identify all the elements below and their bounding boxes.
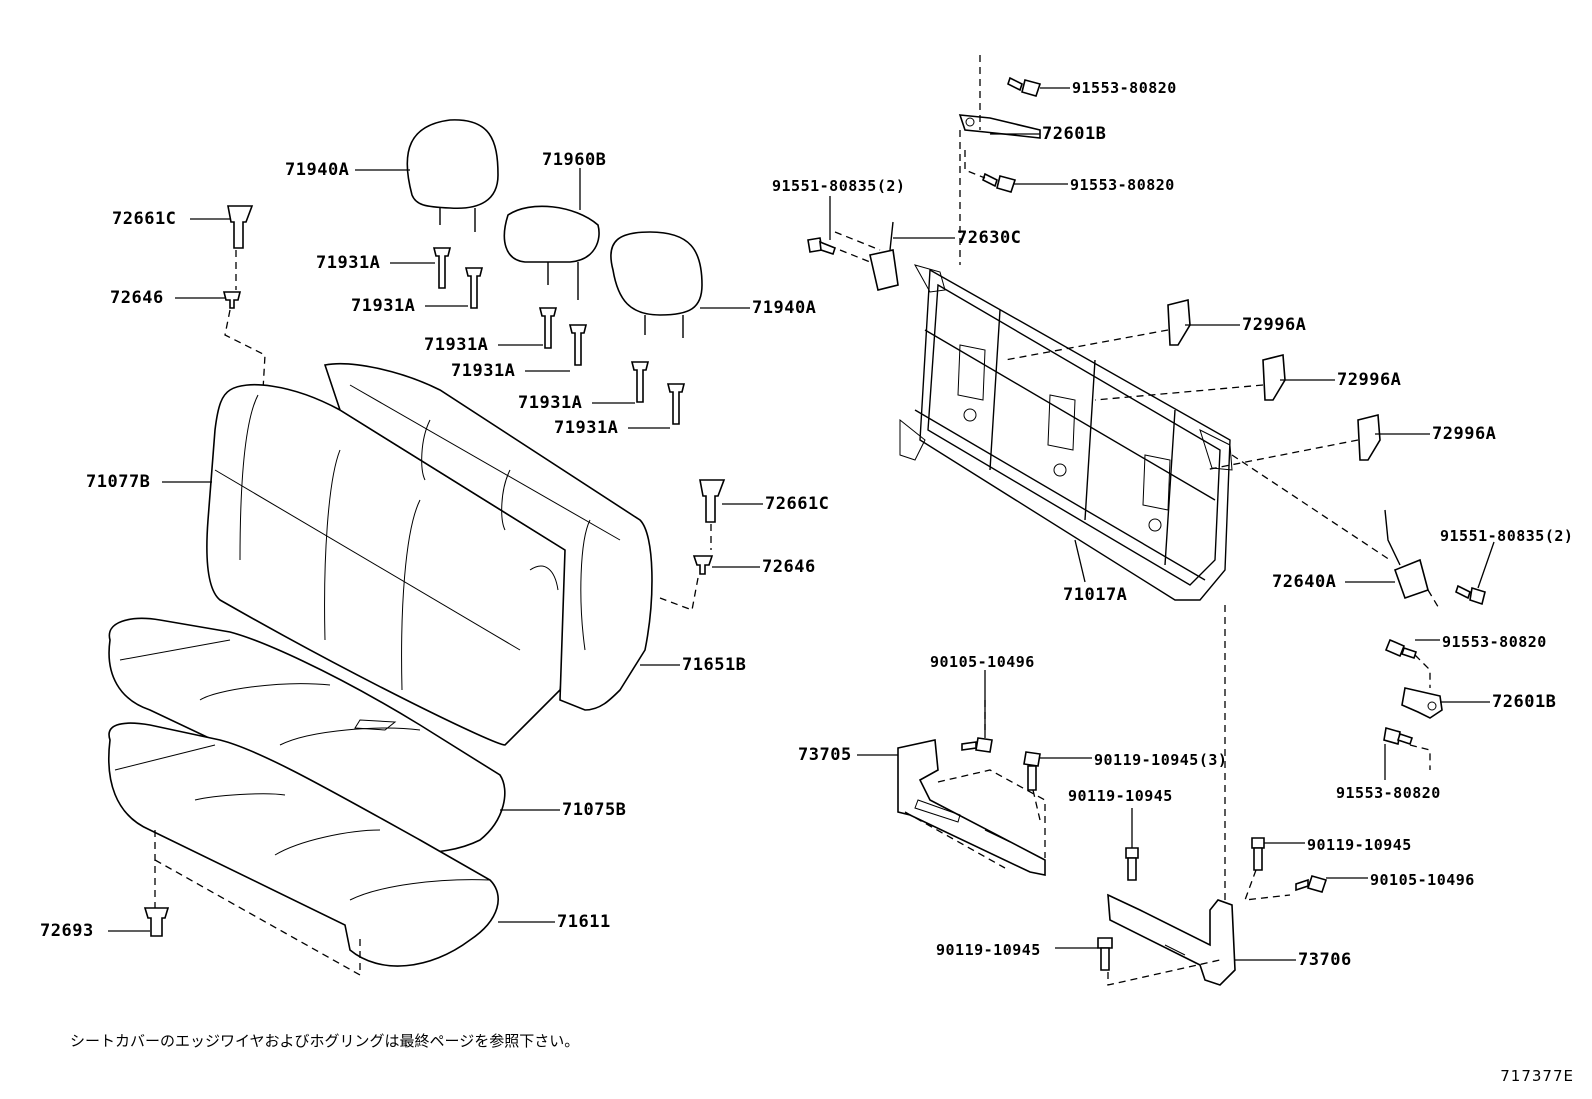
seat-frame-71017a <box>899 264 1233 601</box>
hinge-72601b-right <box>1401 687 1443 719</box>
label-71940a-right: 71940A <box>752 298 817 318</box>
label-72640a: 72640A <box>1272 572 1337 592</box>
label-71960b: 71960B <box>542 150 607 170</box>
striker-72640a <box>1384 509 1429 600</box>
bolt-91553-top-1 <box>1007 76 1042 97</box>
bracket-73705 <box>897 739 1046 876</box>
label-91553-80820-right1: 91553-80820 <box>1442 633 1547 651</box>
label-73706: 73706 <box>1298 950 1352 970</box>
bracket-72996a-2 <box>1262 353 1286 401</box>
label-71940a-left: 71940A <box>285 160 350 180</box>
label-90119-10945-d: 90119-10945 <box>936 941 1041 959</box>
footnote: シートカバーのエッジワイヤおよびホグリングは最終ページを参照下さい。 <box>70 1032 580 1050</box>
clip-72646-left <box>222 291 242 309</box>
label-72996a-1: 72996A <box>1242 315 1307 335</box>
bolt-90119-a <box>1023 751 1041 791</box>
seat-back-71651b <box>323 362 653 711</box>
label-72630c: 72630C <box>957 228 1022 248</box>
bolt-91553-right-2 <box>1383 726 1414 746</box>
bolt-91551-left <box>807 237 836 256</box>
bracket-73706 <box>1107 893 1236 986</box>
bracket-72996a-3 <box>1357 413 1381 461</box>
label-72646-right: 72646 <box>762 557 816 577</box>
label-71931a-2: 71931A <box>351 296 416 316</box>
bolt-90105-right <box>1295 875 1328 893</box>
label-71017a: 71017A <box>1063 585 1128 605</box>
label-72996a-3: 72996A <box>1432 424 1497 444</box>
bolt-90119-d <box>1097 937 1113 971</box>
knob-72661c-left <box>227 205 254 249</box>
label-71077b: 71077B <box>86 472 151 492</box>
bracket-72996a-1 <box>1167 298 1191 346</box>
label-71611: 71611 <box>557 912 611 932</box>
knob-72661c-right <box>699 479 726 523</box>
label-91551-80835-right: 91551-80835(2) <box>1440 527 1574 545</box>
clip-72646-right <box>692 555 714 575</box>
label-71075b: 71075B <box>562 800 627 820</box>
label-72601b-top: 72601B <box>1042 124 1107 144</box>
bolt-91551-right <box>1455 584 1486 606</box>
headrest-71940a-right <box>610 231 703 338</box>
diagram-reference-id: 717377E <box>1500 1067 1574 1085</box>
label-71931a-6: 71931A <box>554 418 619 438</box>
label-72996a-2: 72996A <box>1337 370 1402 390</box>
label-71931a-1: 71931A <box>316 253 381 273</box>
label-71651b: 71651B <box>682 655 747 675</box>
bolt-90119-c <box>1251 837 1265 871</box>
bolt-91553-right-1 <box>1384 638 1418 660</box>
label-90119-10945-3: 90119-10945(3) <box>1094 751 1228 769</box>
headrest-guides <box>432 247 686 425</box>
clip-72693 <box>143 907 170 937</box>
label-91553-80820-top2: 91553-80820 <box>1070 176 1175 194</box>
label-72601b-right: 72601B <box>1492 692 1557 712</box>
bolt-90105-left <box>961 737 993 753</box>
striker-72630c <box>869 221 899 291</box>
seat-cushion-71611 <box>108 722 499 967</box>
headrest-71960b <box>503 205 600 300</box>
bolt-91553-top-2 <box>982 172 1017 193</box>
label-90105-10496-right: 90105-10496 <box>1370 871 1475 889</box>
headrest-71940a-left <box>406 119 499 232</box>
label-90119-10945-c: 90119-10945 <box>1307 836 1412 854</box>
label-72693: 72693 <box>40 921 94 941</box>
label-71931a-4: 71931A <box>451 361 516 381</box>
label-71931a-5: 71931A <box>518 393 583 413</box>
label-71931a-3: 71931A <box>424 335 489 355</box>
seat-cushion-71075b <box>108 617 506 854</box>
label-90105-10496-left: 90105-10496 <box>930 653 1035 671</box>
label-90119-10945-b: 90119-10945 <box>1068 787 1173 805</box>
label-91551-80835-left: 91551-80835(2) <box>772 177 906 195</box>
label-91553-80820-right2: 91553-80820 <box>1336 784 1441 802</box>
label-73705: 73705 <box>798 745 852 765</box>
label-91553-80820-top1: 91553-80820 <box>1072 79 1177 97</box>
label-72661c-right: 72661C <box>765 494 830 514</box>
label-72646-left: 72646 <box>110 288 164 308</box>
label-72661c-left: 72661C <box>112 209 177 229</box>
bolt-90119-b <box>1125 847 1139 881</box>
leader-lines <box>108 87 1495 961</box>
